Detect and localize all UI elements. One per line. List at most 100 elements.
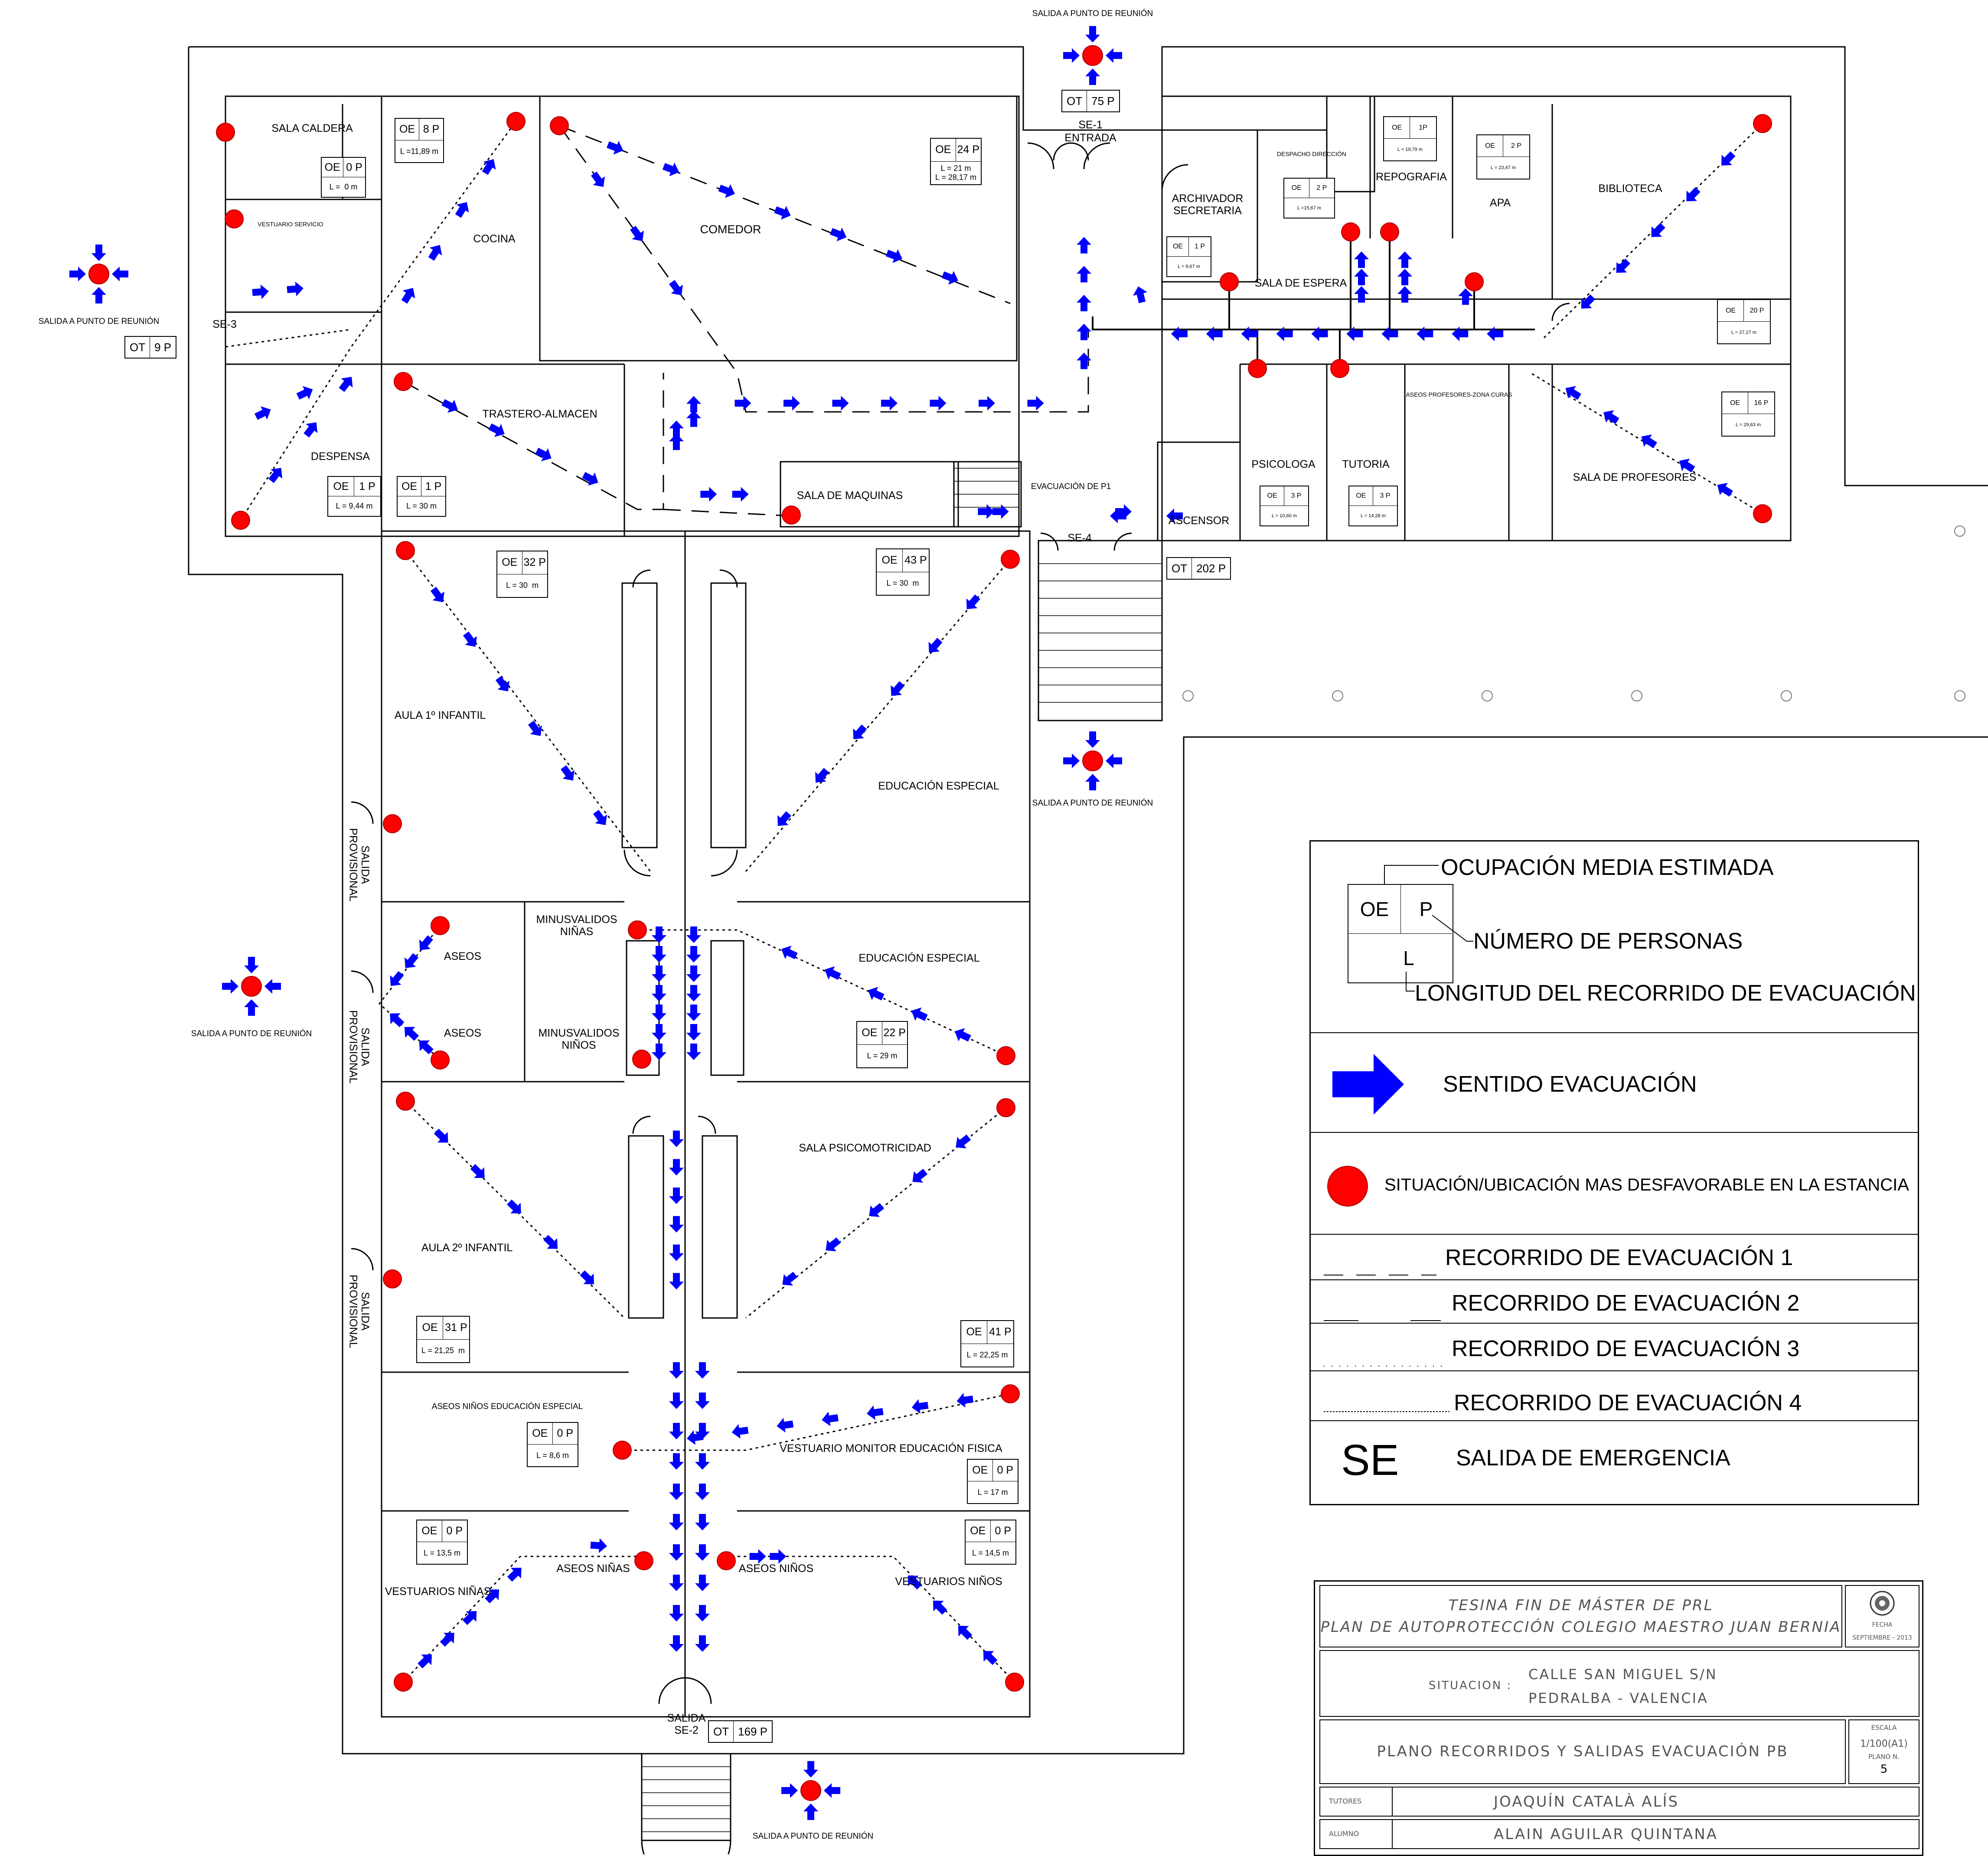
oe-key: OE xyxy=(417,1520,442,1542)
evacuation-arrow xyxy=(669,1159,684,1176)
evacuation-arrow xyxy=(774,205,791,220)
worst-location-points xyxy=(216,112,1772,1692)
oe-key: OE xyxy=(877,549,903,572)
evacuation-arrow xyxy=(419,935,433,950)
oe-key: OE xyxy=(1260,486,1284,506)
room-label-sala-espera: SALA DE ESPERA xyxy=(1254,277,1347,289)
evacuation-arrow xyxy=(1085,68,1100,85)
evacuation-arrow xyxy=(264,979,281,994)
legend-red-point-icon xyxy=(1327,1166,1368,1207)
oe-key: OE xyxy=(857,1022,882,1045)
evacuation-arrow xyxy=(1346,326,1363,341)
evacuation-arrow xyxy=(1115,504,1132,519)
oe-key: OE xyxy=(1722,392,1748,414)
evacuation-arrow xyxy=(470,1164,485,1178)
worst-location-point xyxy=(1341,222,1360,241)
evacuation-arrow xyxy=(580,1270,594,1285)
worst-location-point xyxy=(996,1098,1015,1117)
evacuation-arrow xyxy=(1085,731,1100,748)
room-label-aula1: AULA 1º INFANTIL xyxy=(394,709,486,721)
room-label-sala-psicomotricidad: SALA PSICOMOTRICIDAD xyxy=(799,1142,931,1154)
evacuation-arrow xyxy=(1381,326,1398,341)
oe-length: L = 27,27 m xyxy=(1731,330,1756,335)
oe-key: OE xyxy=(395,119,419,140)
evacuation-arrow xyxy=(112,267,128,281)
evacuation-arrow xyxy=(669,1130,684,1147)
oe-persons: 0 P xyxy=(343,158,365,177)
evacuation-arrow xyxy=(830,227,847,241)
oe-persons: 1 P xyxy=(354,477,380,496)
evacuation-arrow xyxy=(1616,258,1630,273)
evacuation-arrow xyxy=(560,765,575,781)
evacuation-arrow xyxy=(1651,223,1665,237)
evacuation-arrow xyxy=(652,1024,666,1041)
evacuation-arrow xyxy=(390,1013,405,1027)
legend-divider xyxy=(1311,1032,1918,1033)
evacuation-arrow xyxy=(1686,187,1701,202)
evacuation-arrow xyxy=(803,1804,818,1820)
oe-length: L = 14,5 m xyxy=(972,1548,1009,1557)
oe-persons: 24 P xyxy=(956,139,981,162)
oe-persons: 22 P xyxy=(882,1022,907,1045)
evacuation-arrow xyxy=(287,281,304,297)
evacuation-arrow xyxy=(507,1199,521,1213)
legend-sentido: SENTIDO EVACUACIÓN xyxy=(1443,1072,1697,1097)
oe-length: L = 22,25 m xyxy=(966,1350,1008,1360)
evacuation-arrow xyxy=(1641,434,1657,448)
worst-location-point xyxy=(394,372,413,391)
meeting-points xyxy=(88,45,1103,1801)
room-label-despensa: DESPENSA xyxy=(310,450,370,463)
evacuation-arrow xyxy=(1241,326,1258,341)
label-salida-provisional-3: SALIDA PROVISIONAL xyxy=(347,1275,372,1348)
oe-key: OE xyxy=(1477,135,1503,157)
worst-location-point xyxy=(613,1441,632,1460)
room-label-sala-caldera: SALA CALDERA xyxy=(271,122,353,134)
evacuation-arrow xyxy=(695,1605,710,1621)
evacuation-arrow xyxy=(686,410,701,427)
evacuation-arrow xyxy=(528,721,542,736)
meeting-point-label-top: SALIDA A PUNTO DE REUNIÓN xyxy=(1032,9,1153,18)
evacuation-arrows xyxy=(69,26,1736,1820)
evacuation-arrow xyxy=(669,1514,684,1530)
worst-location-point xyxy=(632,1050,651,1069)
tb-plano-n: 5 xyxy=(1880,1763,1888,1776)
evacuation-arrow xyxy=(783,396,800,411)
evacuation-arrow xyxy=(669,1187,684,1204)
oe-persons: 41 P xyxy=(987,1321,1013,1344)
evacuation-arrow xyxy=(686,985,701,1001)
evacuation-arrow xyxy=(607,140,623,155)
oe-persons: 16 P xyxy=(1748,392,1774,414)
evacuation-arrow xyxy=(822,1411,839,1426)
oe-length: L = 9,67 m xyxy=(1178,264,1200,269)
ot-key: OT xyxy=(1167,558,1192,579)
room-label-aseos-profesores: ASEOS PROFESORES-ZONA CURAS xyxy=(1406,391,1512,398)
legend-numero: NÚMERO DE PERSONAS xyxy=(1473,929,1743,954)
meeting-point-label-mid: SALIDA A PUNTO DE REUNIÓN xyxy=(191,1029,312,1038)
oe-persons: 3 P xyxy=(1284,486,1308,506)
worst-location-point xyxy=(383,1269,402,1288)
evacuation-arrow xyxy=(1458,288,1473,305)
evacuation-arrow xyxy=(695,1514,710,1530)
evacuation-arrow xyxy=(695,1544,710,1561)
worst-location-point xyxy=(996,1046,1015,1065)
legend-situacion: SITUACIÓN/UBICACIÓN MAS DESFAVORABLE EN … xyxy=(1384,1175,1909,1194)
oe-length: L = 14,28 m xyxy=(1361,513,1386,519)
legend-salida: SALIDA DE EMERGENCIA xyxy=(1456,1445,1730,1471)
evacuation-arrow xyxy=(686,396,701,413)
worst-location-point xyxy=(396,541,415,560)
room-label-sala-maquinas: SALA DE MAQUINAS xyxy=(797,489,903,502)
evacuation-arrow xyxy=(652,926,666,943)
ot-key: OT xyxy=(1062,91,1087,111)
exit-label-se1: SE-1 xyxy=(1078,119,1103,131)
evacuation-arrow xyxy=(1581,294,1596,309)
tb-plano: PLANO RECORRIDOS Y SALIDAS EVACUACIÓN PB xyxy=(1377,1743,1789,1760)
evacuation-arrow xyxy=(983,1651,998,1665)
oe-length: L = 21,25 m xyxy=(421,1346,465,1355)
oe-length: L = 30 m xyxy=(886,579,919,588)
legend-divider xyxy=(1311,1370,1918,1371)
